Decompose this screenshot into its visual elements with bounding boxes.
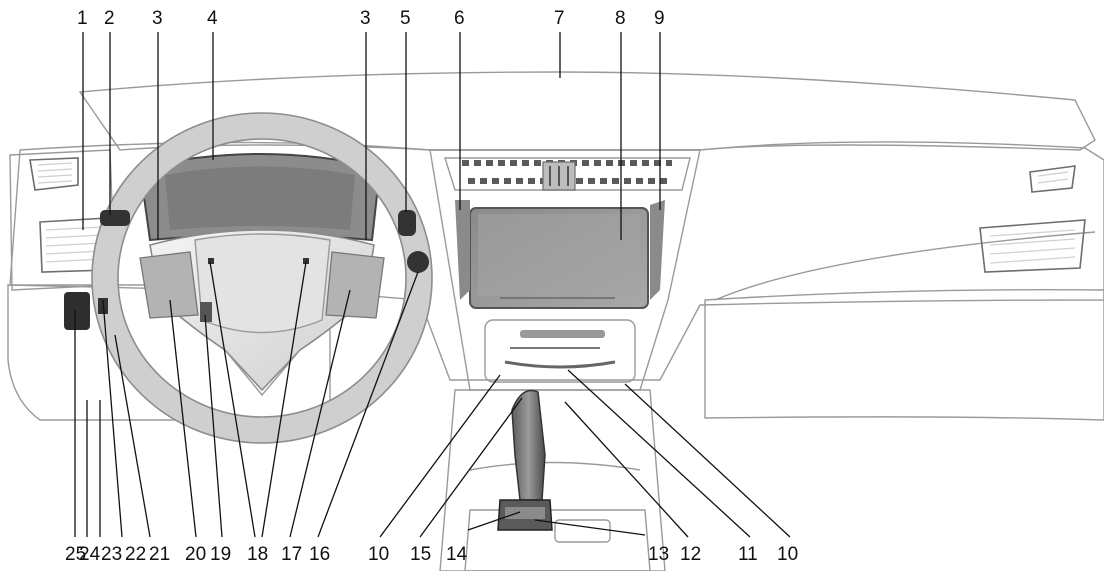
callout-18: 18 — [247, 544, 268, 565]
leader-15 — [419, 397, 523, 538]
leader-22 — [102, 299, 123, 538]
steering-wheel — [91, 112, 433, 444]
start-button — [407, 251, 429, 273]
callout-22: 22 — [125, 544, 146, 565]
shift-lever — [497, 389, 553, 531]
callout-16: 16 — [309, 544, 330, 565]
leader-18a — [209, 261, 256, 538]
callout-3a: 3 — [152, 8, 163, 29]
callout-13: 13 — [648, 544, 669, 565]
callout-19: 19 — [210, 544, 231, 565]
airbag-cover — [194, 233, 331, 334]
callout-10b: 10 — [777, 544, 798, 565]
callout-15: 15 — [410, 544, 431, 565]
left-upper-vent — [29, 157, 79, 191]
leader-12 — [564, 401, 689, 538]
instrument-cluster — [138, 153, 382, 242]
leader-10b — [624, 383, 791, 538]
right-stack-trim — [650, 200, 665, 300]
bottom-callouts: 25 24 23 22 21 20 19 18 17 16 10 15 14 1… — [65, 544, 798, 565]
callout-2: 2 — [104, 8, 115, 29]
air-vents — [29, 157, 1086, 273]
right-upper-knob — [398, 210, 416, 236]
callout-1: 1 — [77, 8, 88, 29]
callout-12: 12 — [680, 544, 701, 565]
leader-11 — [567, 369, 751, 538]
callout-3b: 3 — [360, 8, 371, 29]
left-stack-trim — [455, 200, 470, 300]
leader-13 — [534, 519, 646, 536]
center-vent — [444, 157, 691, 191]
leader-19 — [204, 314, 223, 538]
steering-column-control — [200, 302, 212, 322]
leader-10a — [379, 374, 501, 538]
leader-lines — [74, 32, 791, 538]
passenger-vent — [979, 219, 1086, 273]
headlamp-switch — [64, 292, 90, 330]
climate-control-panel — [484, 319, 636, 383]
callout-8: 8 — [615, 8, 626, 29]
leader-16 — [317, 271, 419, 538]
center-console — [439, 389, 666, 572]
callout-23: 23 — [101, 544, 122, 565]
leader-18b — [261, 261, 307, 538]
steering-wheel-rim — [92, 113, 432, 443]
leader-21 — [114, 334, 151, 538]
callout-9: 9 — [654, 8, 665, 29]
right-spoke-controls — [325, 251, 385, 319]
leader-20 — [169, 299, 197, 538]
callout-4: 4 — [207, 8, 218, 29]
callout-7: 7 — [554, 8, 565, 29]
callout-6: 6 — [454, 8, 465, 29]
callout-5: 5 — [400, 8, 411, 29]
callout-10a: 10 — [368, 544, 389, 565]
callout-20: 20 — [185, 544, 206, 565]
callout-21: 21 — [149, 544, 170, 565]
right-side-vent — [1029, 165, 1076, 193]
lower-spoke — [224, 349, 301, 397]
callout-14: 14 — [446, 544, 468, 565]
left-spoke-controls — [139, 251, 199, 319]
passenger-panel — [704, 289, 1104, 421]
center-stack — [429, 149, 701, 572]
left-stalk — [100, 210, 130, 226]
top-callouts: 1 2 3 4 3 5 6 7 8 9 — [77, 8, 665, 29]
callout-24: 24 — [79, 544, 101, 565]
callout-17: 17 — [281, 544, 302, 565]
callout-25: 25 — [65, 544, 86, 565]
leader-17 — [289, 289, 351, 538]
passenger-crease — [714, 231, 1096, 301]
callout-11: 11 — [738, 544, 758, 565]
leader-14 — [467, 511, 521, 531]
